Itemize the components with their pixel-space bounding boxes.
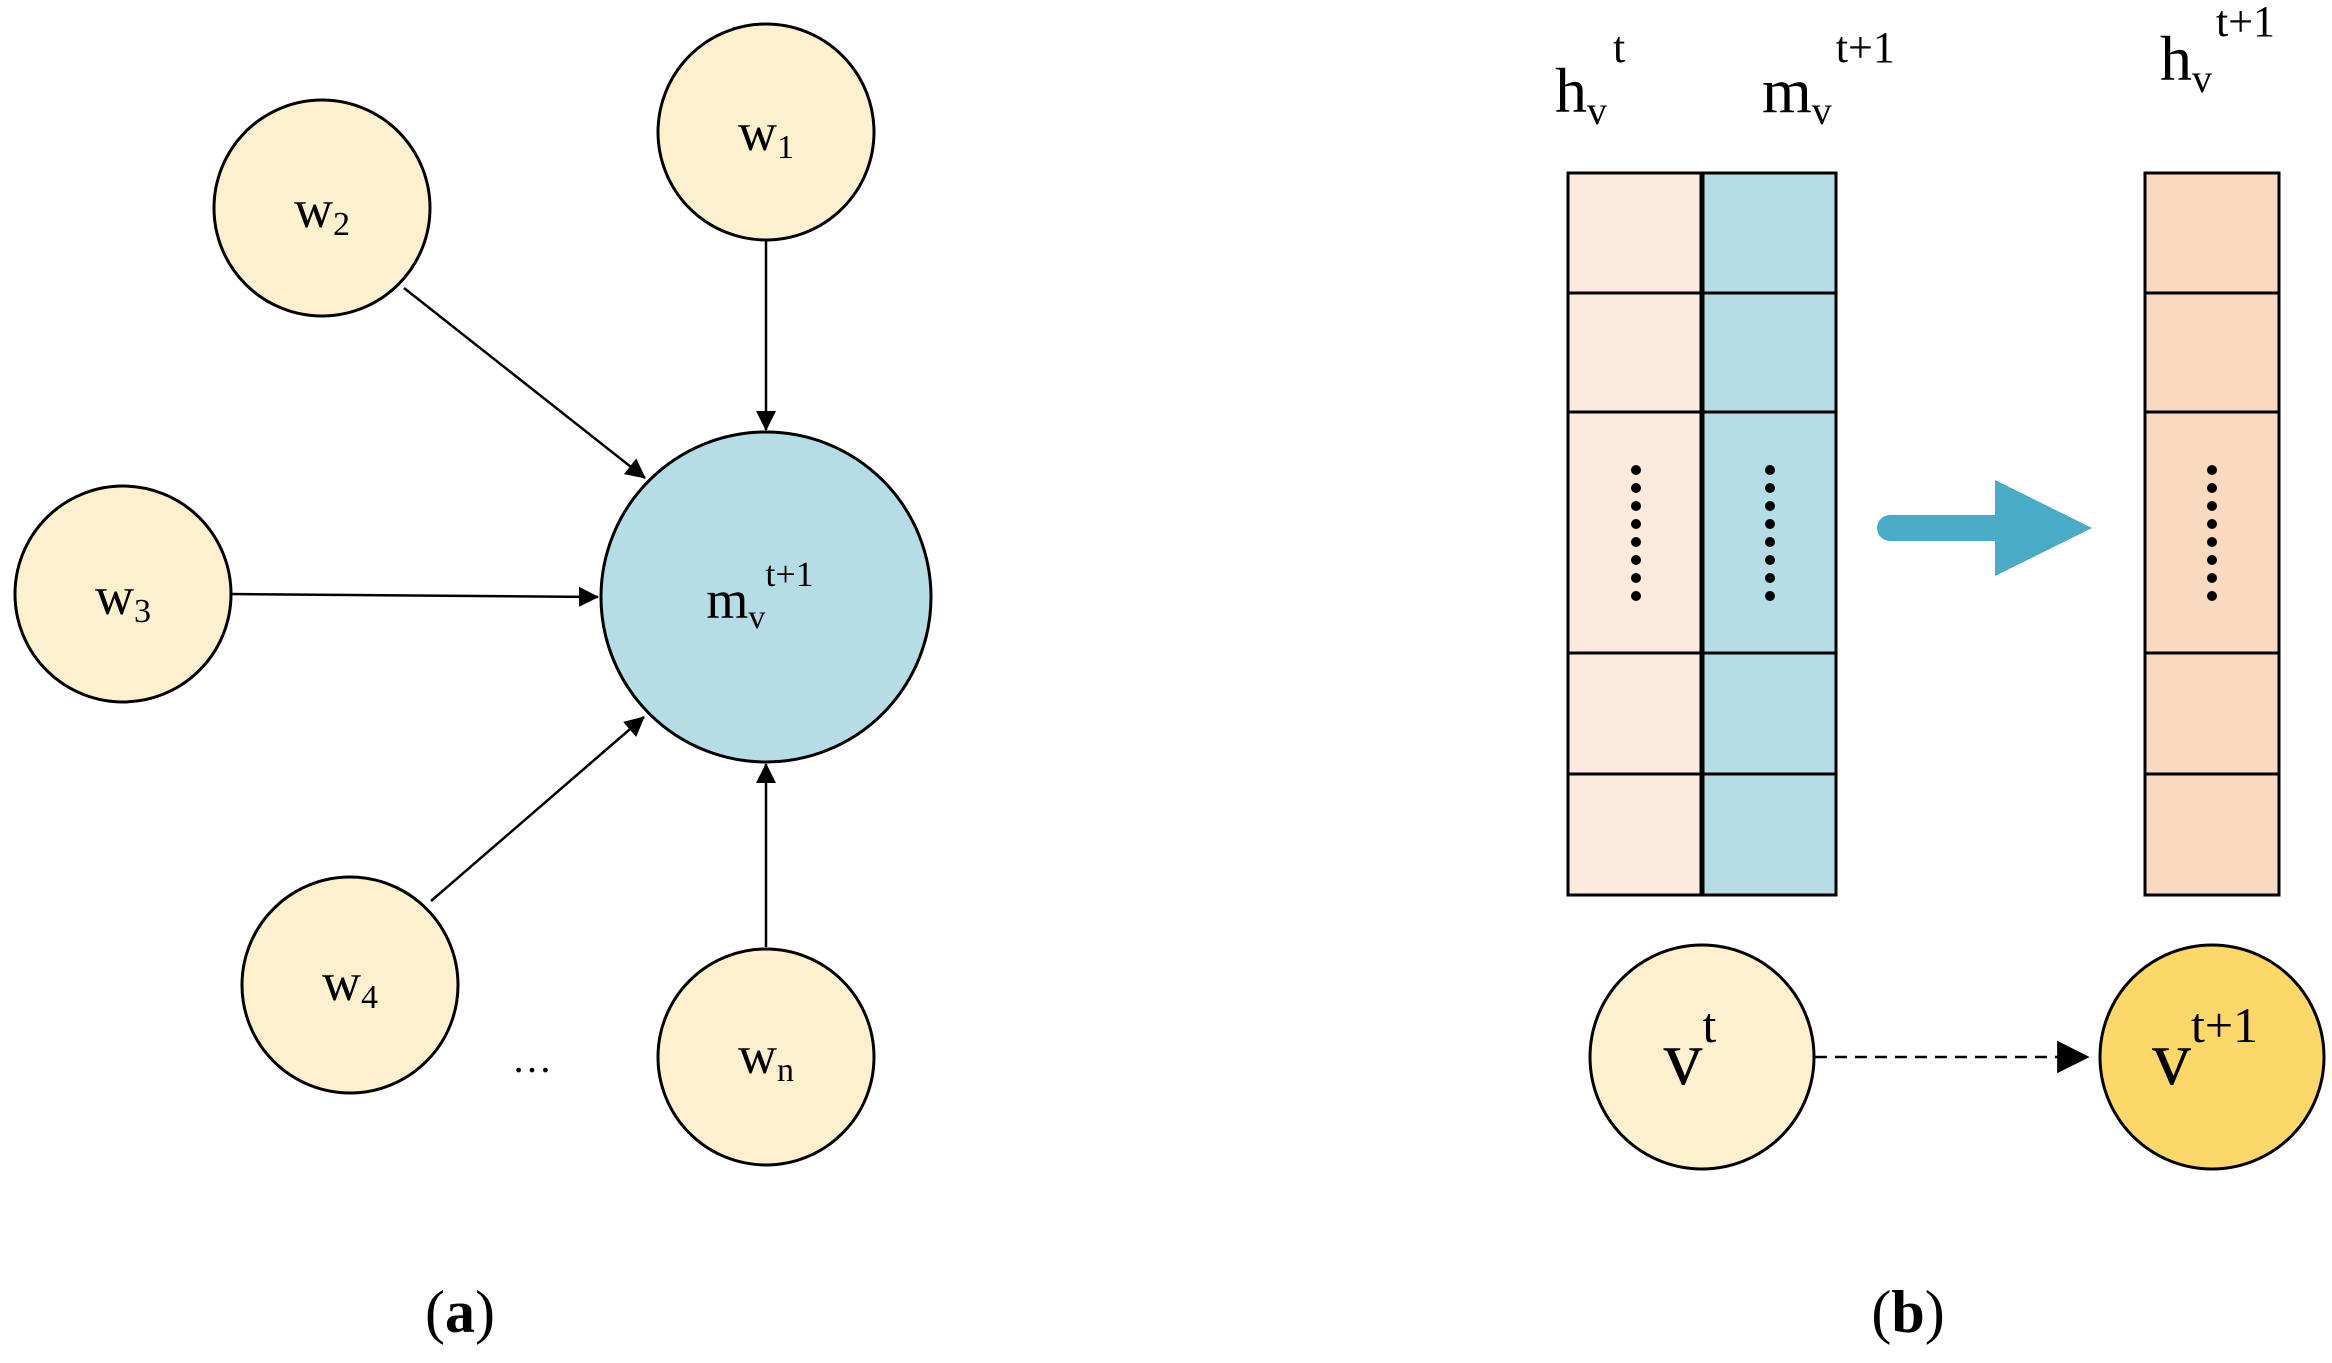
- node-v-next-base: v: [2152, 1014, 2191, 1101]
- node-w4-base: w: [322, 952, 361, 1012]
- caption-b: (b): [1871, 1279, 1944, 1345]
- svg-text:w4: w4: [322, 952, 378, 1016]
- edge-w3-to-center: [230, 586, 599, 607]
- node-w4-sub: 4: [361, 979, 378, 1016]
- node-w3-sub: 3: [134, 593, 151, 630]
- label-m-sub: v: [1812, 88, 1832, 133]
- vector-h-next-dots: [2207, 465, 2217, 601]
- vector-h-prev: [1566, 171, 1704, 897]
- node-w1: w1: [656, 22, 876, 242]
- node-w1-sub: 1: [777, 129, 794, 166]
- label-h-next-sup: t+1: [2216, 0, 2275, 46]
- svg-text:wn: wn: [738, 1025, 794, 1089]
- caption-a-open: (: [425, 1279, 445, 1345]
- vector-message-dots: [1765, 465, 1775, 601]
- caption-b-open: (: [1871, 1279, 1891, 1345]
- svg-text:w2: w2: [294, 179, 350, 243]
- svg-text:vt+1: vt+1: [2152, 997, 2258, 1101]
- center-base: m: [706, 570, 748, 630]
- right-arrow-icon: [1877, 480, 2092, 576]
- node-w2-sub: 2: [333, 206, 350, 243]
- vector-h-next: [2143, 171, 2281, 897]
- svg-text:vt: vt: [1664, 997, 1717, 1101]
- caption-a-close: ): [475, 1279, 495, 1345]
- node-w2-base: w: [294, 179, 333, 239]
- label-h-prev-sup: t: [1613, 23, 1625, 72]
- node-v-prev-sup: t: [1703, 997, 1717, 1053]
- vector-message: [1700, 171, 1838, 897]
- svg-text:w3: w3: [95, 566, 151, 630]
- label-m-base: m: [1762, 55, 1812, 126]
- caption-a-letter: a: [445, 1279, 475, 1345]
- node-w2: w2: [212, 98, 432, 318]
- node-wn: wn: [656, 947, 876, 1167]
- panel-a: w1 w2 w3 w4 wn mvt+1 … (a): [13, 22, 933, 1345]
- node-center-message: mvt+1: [599, 430, 933, 764]
- label-h-prev-sub: v: [1587, 88, 1607, 133]
- label-m: mvt+1: [1762, 23, 1895, 133]
- node-v-next: vt+1: [2098, 943, 2326, 1171]
- svg-text:w1: w1: [738, 102, 794, 166]
- center-sup: t+1: [765, 554, 813, 594]
- label-h-prev: hvt: [1555, 23, 1625, 133]
- edge-w2-to-center: [403, 287, 646, 479]
- label-m-sup: t+1: [1836, 23, 1895, 72]
- node-v-prev: vt: [1588, 943, 1816, 1171]
- label-h-next-sub: v: [2192, 56, 2212, 101]
- label-h-next-base: h: [2160, 23, 2192, 94]
- node-v-prev-base: v: [1664, 1014, 1703, 1101]
- edge-w4-to-center: [430, 716, 645, 902]
- caption-b-letter: b: [1891, 1279, 1924, 1345]
- node-wn-sub: n: [777, 1052, 794, 1089]
- node-w3-base: w: [95, 566, 134, 626]
- svg-text:mvt+1: mvt+1: [706, 554, 813, 636]
- caption-a: (a): [425, 1279, 495, 1345]
- node-wn-base: w: [738, 1025, 777, 1085]
- center-sub: v: [748, 599, 765, 636]
- node-w3: w3: [13, 484, 233, 704]
- node-w1-base: w: [738, 102, 777, 162]
- neighbors-ellipsis: …: [512, 1036, 552, 1081]
- panel-b: hvt mvt+1 hvt+1: [1555, 0, 2326, 1345]
- label-h-next: hvt+1: [2160, 0, 2275, 101]
- node-v-next-sup: t+1: [2191, 997, 2258, 1053]
- caption-b-close: ): [1925, 1279, 1945, 1345]
- node-w4: w4: [240, 875, 460, 1095]
- vector-h-prev-dots: [1631, 465, 1641, 601]
- label-h-prev-base: h: [1555, 55, 1587, 126]
